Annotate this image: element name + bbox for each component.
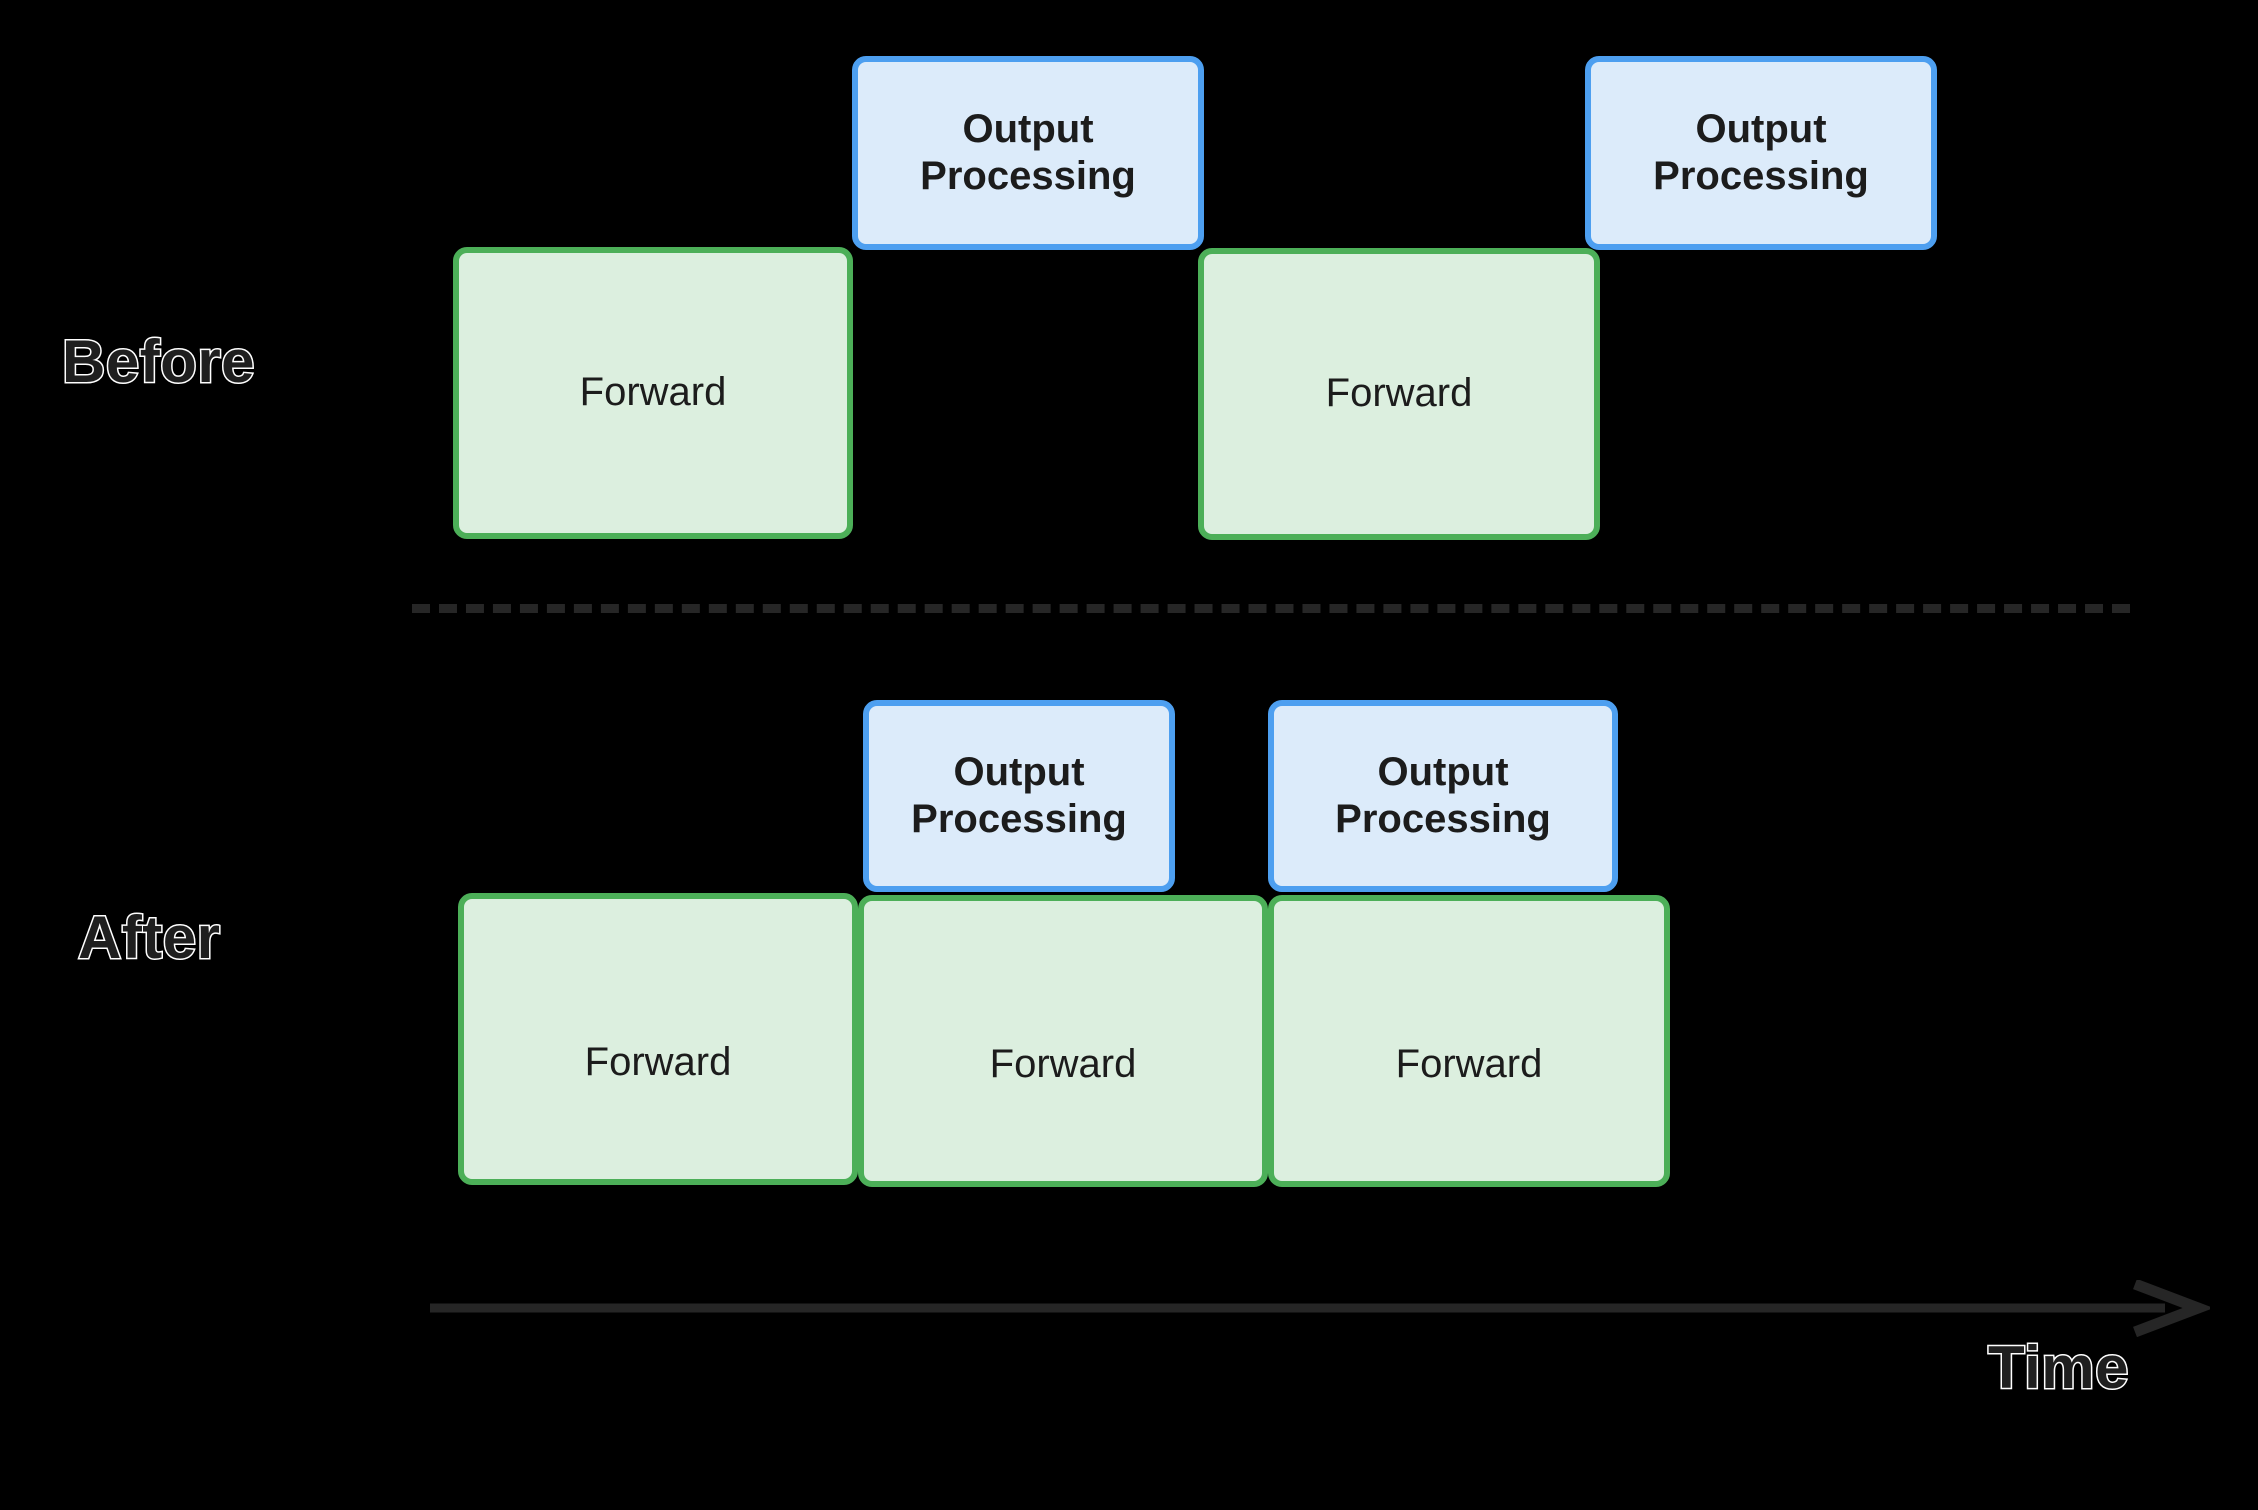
section-divider (412, 604, 2130, 613)
before-output-processing-block-1: Output Processing (852, 56, 1204, 250)
after-forward-block-2: Forward (858, 895, 1268, 1187)
time-axis-arrowhead (2133, 1280, 2210, 1338)
before-forward-block-1: Forward (453, 247, 853, 539)
before-forward-block-2: Forward (1198, 248, 1600, 540)
block-label: Forward (584, 1040, 732, 1085)
block-label: Output Processing (920, 106, 1136, 198)
block-label: Output Processing (1335, 749, 1551, 841)
after-output-processing-block-2: Output Processing (1268, 700, 1618, 892)
after-forward-block-1: Forward (458, 893, 858, 1185)
after-forward-block-3: Forward (1268, 895, 1670, 1187)
before-output-processing-block-2: Output Processing (1585, 56, 1937, 250)
row-label-after: After (77, 904, 222, 971)
block-label: Forward (579, 370, 727, 415)
block-label: Output Processing (911, 749, 1127, 841)
after-output-processing-block-1: Output Processing (863, 700, 1175, 892)
block-label: Output Processing (1653, 106, 1869, 198)
block-label: Forward (1395, 1042, 1543, 1087)
block-label: Forward (989, 1042, 1137, 1087)
time-axis-label: Time (1987, 1334, 2130, 1401)
row-label-before: Before (60, 328, 256, 395)
block-label: Forward (1325, 371, 1473, 416)
time-axis-arrow (430, 1280, 2210, 1338)
